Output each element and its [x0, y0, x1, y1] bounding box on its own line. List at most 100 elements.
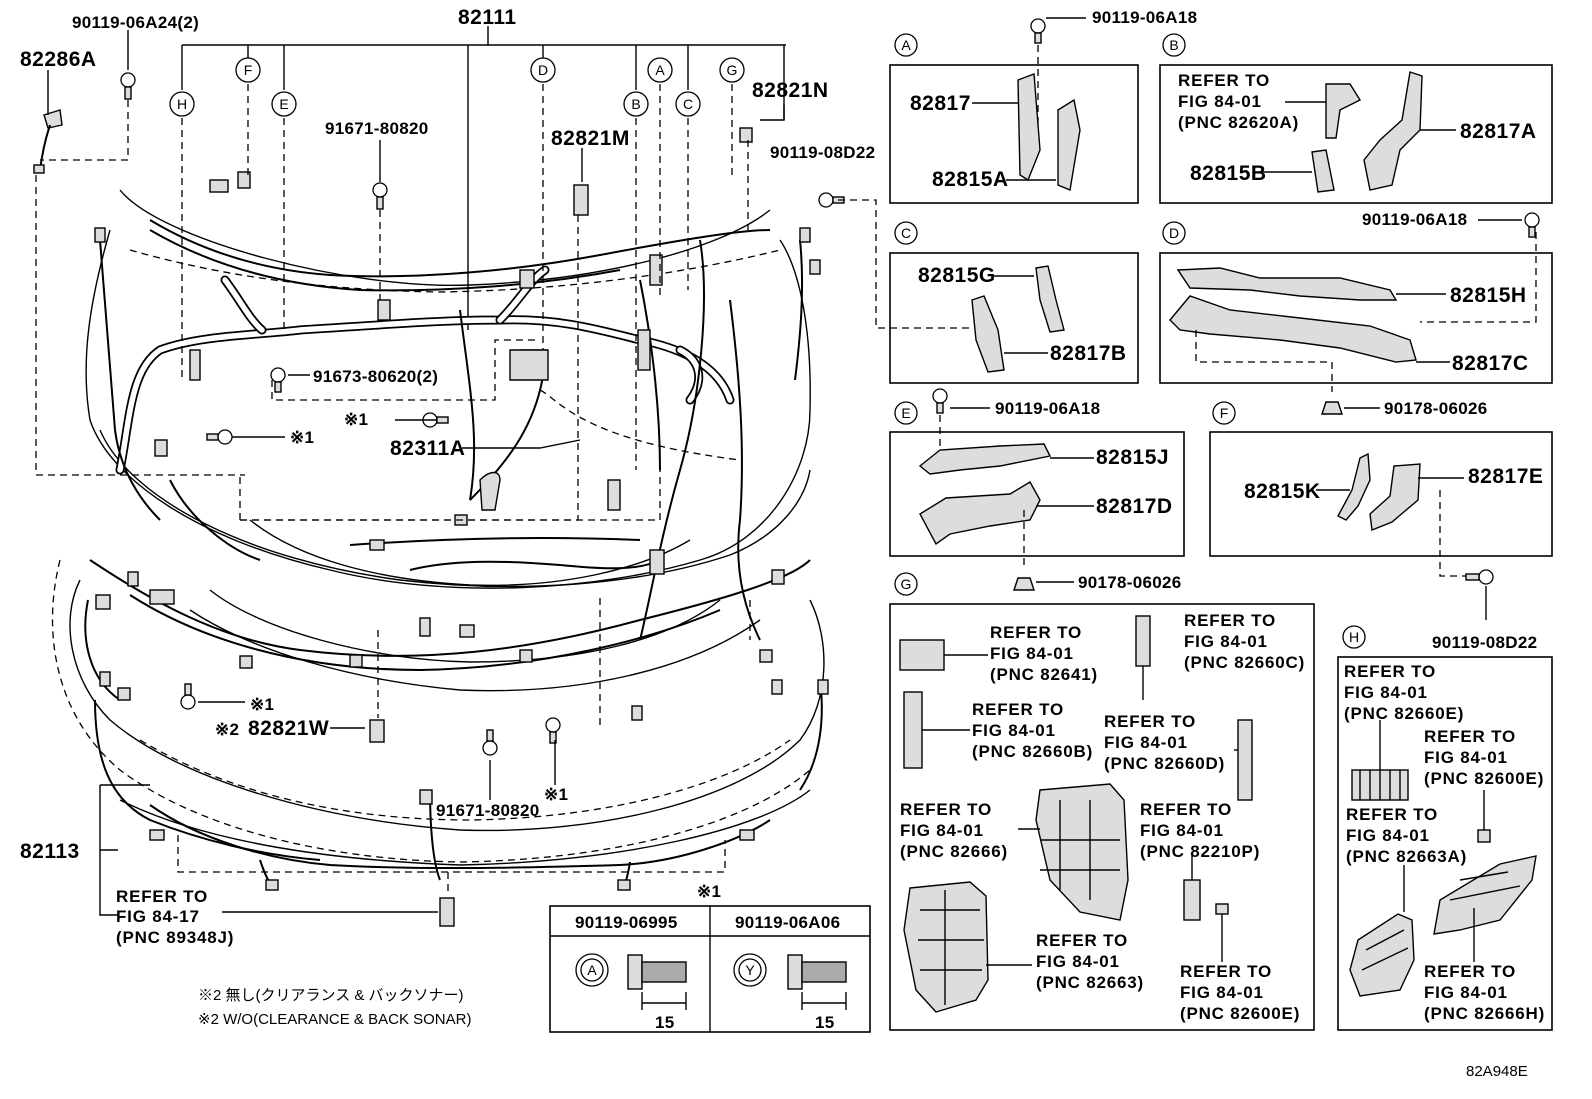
callout-82821N: 82821N: [752, 79, 829, 102]
circle-letter: A: [655, 62, 665, 78]
panel-e-part-1: 82815J: [1096, 446, 1169, 469]
panel-b: B REFER TO FIG 84-01 (PNC 82620A) 82815B…: [1159, 33, 1553, 238]
svg-text:FIG 84-01: FIG 84-01: [1036, 952, 1120, 971]
svg-text:(PNC 82600E): (PNC 82600E): [1180, 1004, 1300, 1023]
footnote-jp: ※2 無し(クリアランス & バックソナー): [198, 987, 464, 1004]
svg-text:FIG 84-01: FIG 84-01: [990, 644, 1074, 663]
circle-letter: G: [727, 62, 738, 78]
svg-text:(PNC 82660B): (PNC 82660B): [972, 742, 1093, 761]
svg-text:REFER TO: REFER TO: [1346, 805, 1438, 824]
svg-text:REFER TO: REFER TO: [972, 700, 1064, 719]
callout-91673-80620: 91673-80620(2): [313, 367, 438, 386]
panel-f-bolt: 90119-08D22: [1432, 633, 1537, 652]
svg-text:REFER TO: REFER TO: [1140, 800, 1232, 819]
panel-c-part-2: 82817B: [1050, 342, 1127, 365]
bolt-side-2: [787, 954, 847, 1010]
circle-letter: F: [244, 62, 253, 78]
panel-c: C 82815G 82817B: [889, 221, 1139, 384]
svg-text:FIG 84-01: FIG 84-01: [1140, 821, 1224, 840]
mark-2: ※2: [215, 720, 239, 739]
bolt-length-2: 15: [815, 1013, 835, 1032]
svg-text:D: D: [1169, 225, 1179, 241]
bolt-side-1: [627, 954, 687, 1010]
refer-82113-line2: FIG 84-17: [116, 907, 200, 926]
svg-text:FIG 84-01: FIG 84-01: [972, 721, 1056, 740]
bolt-symbol-y: Y: [733, 953, 767, 987]
svg-text:FIG 84-01: FIG 84-01: [1424, 748, 1508, 767]
callout-91671-80820-bot: 91671-80820: [436, 801, 540, 820]
svg-text:FIG 84-01: FIG 84-01: [1346, 826, 1430, 845]
svg-text:(PNC 82663): (PNC 82663): [1036, 973, 1144, 992]
panel-b-ref-2: FIG 84-01: [1178, 92, 1262, 111]
panel-a-part-2: 82815A: [932, 168, 1009, 191]
svg-text:(PNC 82660D): (PNC 82660D): [1104, 754, 1225, 773]
callout-91671-80820-top: 91671-80820: [325, 119, 429, 138]
mark-1: ※1: [544, 785, 568, 804]
svg-text:FIG 84-01: FIG 84-01: [1424, 983, 1508, 1002]
callout-82111: 82111: [458, 6, 517, 29]
circle-letter: E: [279, 96, 288, 112]
panel-e-bolt: 90119-06A18: [995, 399, 1100, 418]
circle-letter: C: [683, 96, 693, 112]
panel-a-bolt: 90119-06A18: [1092, 8, 1197, 27]
svg-text:(PNC 82600E): (PNC 82600E): [1424, 769, 1544, 788]
panel-b-part-2: 82817A: [1460, 120, 1537, 143]
mark-1: ※1: [290, 428, 314, 447]
svg-text:REFER TO: REFER TO: [1036, 931, 1128, 950]
callout-82311A: 82311A: [390, 437, 465, 460]
panel-d: D 82815H 82817C 90178-06026: [1159, 221, 1553, 418]
panel-f-part-1: 82815K: [1244, 480, 1321, 503]
panel-a-part-1: 82817: [910, 92, 971, 115]
circle-letter: B: [631, 96, 640, 112]
svg-text:(PNC 82663A): (PNC 82663A): [1346, 847, 1467, 866]
refer-82113-line3: (PNC 89348J): [116, 928, 234, 947]
svg-text:FIG 84-01: FIG 84-01: [900, 821, 984, 840]
panel-f-part-2: 82817E: [1468, 465, 1543, 488]
panel-d-clip: 90178-06026: [1384, 399, 1488, 418]
svg-text:FIG 84-01: FIG 84-01: [1344, 683, 1428, 702]
svg-text:(PNC 82210P): (PNC 82210P): [1140, 842, 1260, 861]
mark-1: ※1: [697, 882, 721, 901]
svg-text:(PNC 82666H): (PNC 82666H): [1424, 1004, 1545, 1023]
bolt-length-1: 15: [655, 1013, 675, 1032]
panel-b-part-1: 82815B: [1190, 162, 1267, 185]
main-circle-letters: H F E D B A C G: [169, 57, 745, 117]
panel-b-ref-1: REFER TO: [1178, 71, 1270, 90]
panel-b-ref-3: (PNC 82620A): [1178, 113, 1299, 132]
svg-text:FIG 84-01: FIG 84-01: [1184, 632, 1268, 651]
panel-b-bolt: 90119-06A18: [1362, 210, 1467, 229]
svg-text:REFER TO: REFER TO: [1104, 712, 1196, 731]
svg-text:(PNC 82660C): (PNC 82660C): [1184, 653, 1305, 672]
bolt-glyphs: [120, 72, 845, 756]
refer-82113-line1: REFER TO: [116, 887, 208, 906]
svg-text:H: H: [1349, 629, 1359, 645]
callout-82821M: 82821M: [551, 127, 630, 150]
panel-e: E 90119-06A18 82815J 82817D 90178-06026: [889, 388, 1185, 592]
diagram-id: 82A948E: [1466, 1063, 1528, 1080]
footnote-en: ※2 W/O(CLEARANCE & BACK SONAR): [198, 1011, 471, 1028]
bolt-symbol-a: A: [575, 953, 609, 987]
panel-g: G REFER TO FIG 84-01 (PNC 82641) REFER T…: [889, 572, 1315, 1031]
bolt-header-1: 90119-06995: [575, 913, 678, 932]
svg-text:FIG 84-01: FIG 84-01: [1104, 733, 1188, 752]
panel-h: H REFER TO FIG 84-01 (PNC 82660E) REFER …: [1337, 625, 1553, 1031]
callout-90119-08D22-top: 90119-08D22: [770, 143, 875, 162]
bolt-table: 90119-06995 90119-06A06 A Y 15 15: [549, 905, 871, 1033]
svg-text:A: A: [901, 37, 911, 53]
panel-a: A 90119-06A18 82817 82815A: [889, 8, 1197, 204]
svg-text:REFER TO: REFER TO: [1180, 962, 1272, 981]
callout-90119-06A24: 90119-06A24(2): [72, 13, 199, 32]
svg-text:REFER TO: REFER TO: [1424, 727, 1516, 746]
panel-c-part-1: 82815G: [918, 264, 996, 287]
panel-f: F 82815K 82817E 90119-08D22: [1209, 401, 1553, 652]
svg-text:Y: Y: [745, 962, 755, 978]
callout-82821W: 82821W: [248, 717, 329, 740]
panel-d-part-2: 82817C: [1452, 352, 1529, 375]
svg-text:(PNC 82660E): (PNC 82660E): [1344, 704, 1464, 723]
mark-1: ※1: [250, 695, 274, 714]
svg-text:F: F: [1220, 405, 1229, 421]
main-callouts: 82111 82286A 90119-06A24(2) 91671-80820 …: [20, 6, 875, 947]
svg-text:(PNC 82641): (PNC 82641): [990, 665, 1098, 684]
callout-82113: 82113: [20, 840, 80, 863]
